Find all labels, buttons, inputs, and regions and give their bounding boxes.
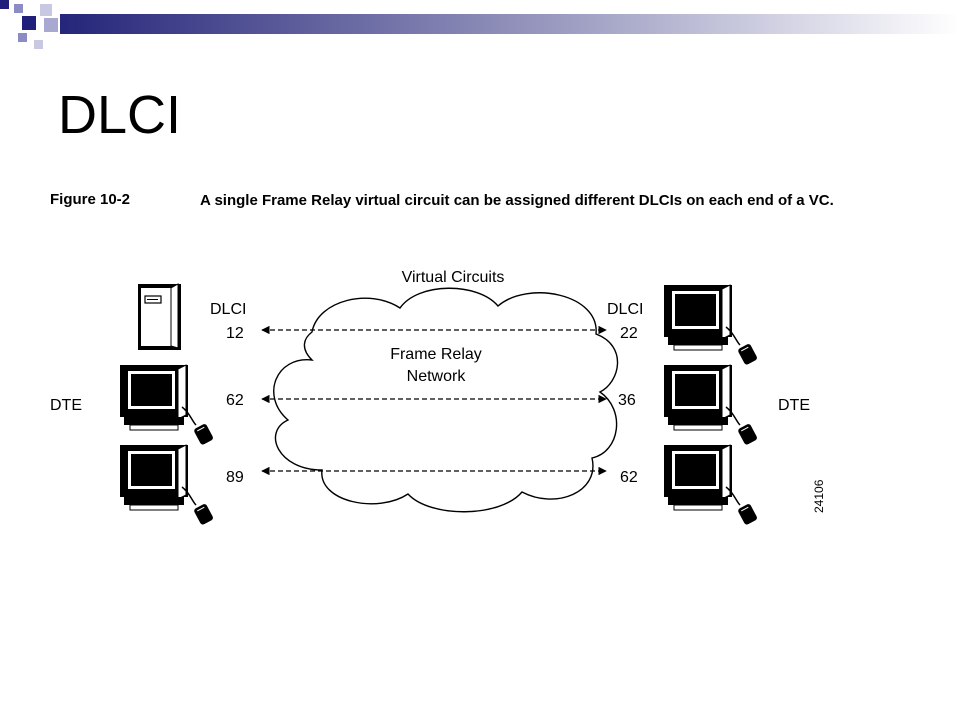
deco-square (0, 0, 9, 9)
left-dlci-header: DLCI (210, 301, 246, 318)
left-dlci-value: 89 (226, 469, 244, 486)
workstation-icon (119, 444, 215, 527)
workstation-icon (663, 364, 759, 447)
workstation-icon (119, 364, 215, 447)
left-dte-label: DTE (50, 397, 82, 414)
right-dte-label: DTE (778, 397, 810, 414)
deco-square (14, 4, 23, 13)
deco-gradient-bar (60, 14, 960, 34)
workstation-icon (663, 284, 759, 367)
right-dlci-header: DLCI (607, 301, 643, 318)
server-tower-icon (138, 283, 181, 350)
slide-title: DLCI (58, 85, 182, 145)
deco-square (40, 4, 52, 16)
title-decoration-bar (0, 0, 960, 49)
right-dlci-value: 36 (618, 392, 636, 409)
network-label-line2: Network (407, 368, 467, 385)
virtual-circuits-label: Virtual Circuits (402, 269, 505, 286)
figure-label: Figure 10-2 (50, 191, 131, 208)
right-dlci-value: 22 (620, 325, 638, 342)
frame-relay-network-cloud (273, 287, 619, 513)
deco-square (34, 40, 43, 49)
deco-square (18, 33, 27, 42)
deco-square (22, 16, 36, 30)
left-dlci-value: 62 (226, 392, 244, 409)
left-dlci-value: 12 (226, 325, 244, 342)
network-label-line1: Frame Relay (390, 346, 482, 363)
figure-id: 24106 (812, 479, 826, 513)
deco-square (44, 18, 58, 32)
right-dlci-value: 62 (620, 469, 638, 486)
workstation-icon (663, 444, 759, 527)
figure-caption: A single Frame Relay virtual circuit can… (200, 192, 834, 209)
